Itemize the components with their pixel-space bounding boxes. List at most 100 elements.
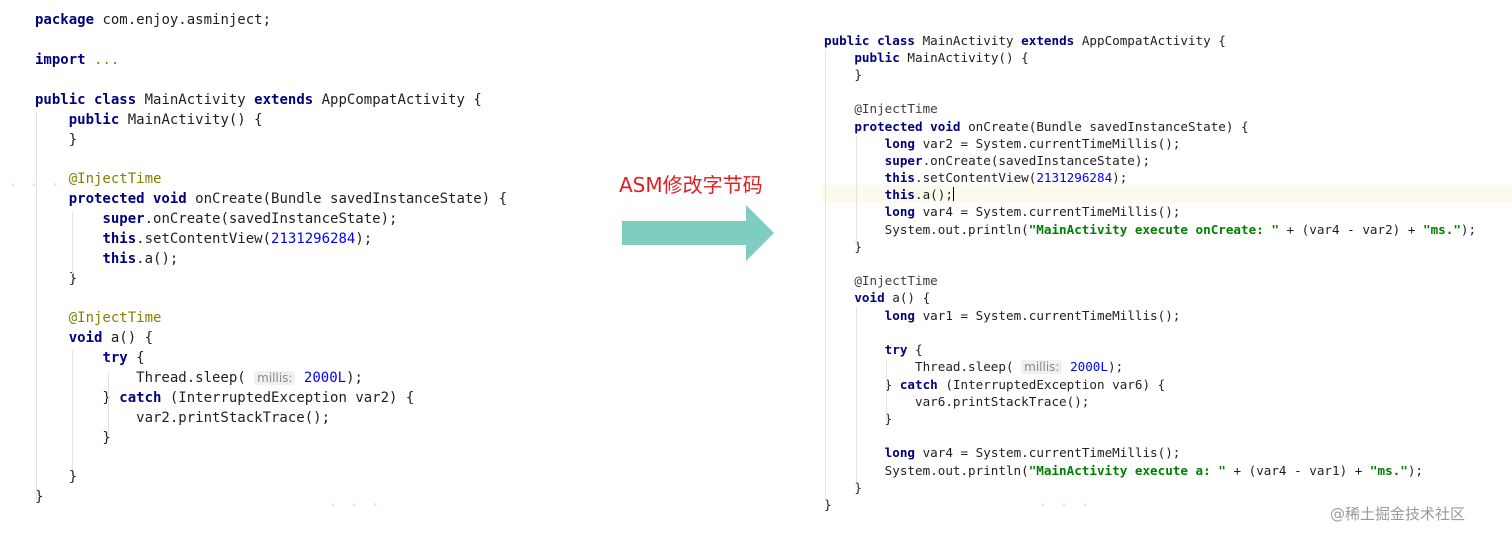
code-line: System.out.println("MainActivity execute… bbox=[824, 221, 1476, 238]
code-token: ); bbox=[1112, 170, 1128, 185]
code-token: { bbox=[907, 342, 923, 357]
code-token: catch bbox=[899, 377, 938, 392]
code-token: 2131296284 bbox=[271, 231, 356, 247]
code-token: this bbox=[884, 187, 916, 202]
code-line: public class MainActivity extends AppCom… bbox=[35, 91, 482, 109]
code-token: MainActivity() { bbox=[899, 50, 1029, 65]
code-line: import ... bbox=[35, 51, 119, 69]
code-token: "MainActivity execute a: " bbox=[1028, 463, 1226, 478]
code-token: onCreate(Bundle savedInstanceState) { bbox=[960, 119, 1249, 134]
code-line: this.a(); bbox=[824, 186, 954, 203]
code-token: .setContentView( bbox=[915, 170, 1037, 185]
code-token: } bbox=[824, 239, 862, 254]
code-line: public MainActivity() { bbox=[35, 111, 263, 129]
code-token: this bbox=[884, 170, 916, 185]
code-token: this bbox=[102, 251, 137, 267]
code-line: long var1 = System.currentTimeMillis(); bbox=[824, 307, 1181, 324]
code-token bbox=[35, 112, 69, 128]
code-token: void bbox=[854, 290, 885, 305]
code-token: import bbox=[35, 52, 86, 68]
code-token: } bbox=[824, 377, 900, 392]
code-token: ); bbox=[1407, 463, 1424, 478]
code-token: "ms." bbox=[1369, 463, 1408, 478]
code-token: @InjectTime bbox=[854, 273, 938, 288]
code-token: public bbox=[68, 112, 120, 128]
code-line: public MainActivity() { bbox=[824, 49, 1029, 66]
code-token bbox=[824, 119, 854, 134]
code-token: Thread.sleep( bbox=[35, 370, 255, 386]
right-arrow-icon bbox=[622, 205, 774, 261]
code-token bbox=[824, 445, 885, 460]
code-token: .a(); bbox=[136, 251, 179, 267]
code-token bbox=[824, 308, 885, 323]
indent-guide bbox=[886, 360, 887, 422]
code-line: this.a(); bbox=[35, 250, 178, 268]
code-token: .onCreate(savedInstanceState); bbox=[922, 153, 1151, 168]
code-token bbox=[35, 191, 69, 207]
code-token: AppCompatActivity { bbox=[1074, 33, 1226, 48]
code-token: try bbox=[102, 350, 128, 366]
code-token: @InjectTime bbox=[68, 171, 162, 187]
indent-guide bbox=[825, 50, 826, 500]
code-token: .onCreate(savedInstanceState); bbox=[144, 211, 398, 227]
indent-guide bbox=[856, 307, 857, 482]
code-token: extends bbox=[254, 92, 314, 108]
code-token: } bbox=[102, 430, 111, 446]
indent-guide bbox=[36, 112, 37, 500]
code-token bbox=[824, 50, 854, 65]
code-token: } bbox=[824, 67, 862, 82]
code-line: var2.printStackTrace(); bbox=[35, 409, 330, 427]
code-token bbox=[295, 370, 303, 386]
code-token: ... bbox=[94, 52, 120, 68]
code-line: try { bbox=[35, 349, 145, 367]
code-token bbox=[824, 170, 885, 185]
code-token: System.out.println( bbox=[824, 222, 1029, 237]
code-line: @InjectTime bbox=[35, 170, 162, 188]
code-token: } bbox=[35, 469, 78, 485]
code-token: void bbox=[68, 330, 103, 346]
code-token: } bbox=[824, 480, 862, 495]
decorative-dots: • • • bbox=[330, 500, 385, 511]
code-token: public bbox=[854, 50, 900, 65]
code-token bbox=[824, 187, 885, 202]
indent-guide bbox=[72, 212, 73, 274]
code-token: MainActivity bbox=[915, 33, 1022, 48]
code-line: Thread.sleep( millis: 2000L); bbox=[824, 358, 1123, 376]
code-line: super.onCreate(savedInstanceState); bbox=[824, 152, 1150, 169]
modified-code-pane: public class MainActivity extends AppCom… bbox=[800, 0, 1512, 541]
code-token bbox=[824, 153, 885, 168]
code-line: void a() { bbox=[824, 289, 930, 306]
code-token: Thread.sleep( bbox=[824, 359, 1022, 374]
code-token: extends bbox=[1021, 33, 1075, 48]
code-line: long var4 = System.currentTimeMillis(); bbox=[824, 203, 1181, 220]
code-token: { bbox=[127, 350, 145, 366]
code-token: long bbox=[884, 308, 916, 323]
code-token: MainActivity bbox=[136, 92, 255, 108]
code-token: "MainActivity execute onCreate: " bbox=[1028, 222, 1279, 237]
code-token: } bbox=[35, 271, 78, 287]
code-token: .setContentView( bbox=[136, 231, 272, 247]
code-line: long var2 = System.currentTimeMillis(); bbox=[824, 135, 1181, 152]
code-token: var4 = System.currentTimeMillis(); bbox=[915, 445, 1181, 460]
code-token bbox=[86, 52, 94, 68]
code-token bbox=[824, 273, 854, 288]
code-token: 2000L bbox=[1070, 359, 1108, 374]
code-token: long bbox=[884, 136, 916, 151]
code-token: public class bbox=[35, 92, 137, 108]
code-token: } bbox=[824, 497, 832, 512]
indent-guide bbox=[856, 137, 857, 245]
parameter-hint: millis: bbox=[1021, 360, 1063, 374]
code-line: } bbox=[35, 131, 77, 149]
code-token: (InterruptedException var2) { bbox=[161, 390, 415, 406]
current-line-highlight bbox=[822, 185, 1512, 203]
code-line: @InjectTime bbox=[35, 309, 162, 327]
code-line: } bbox=[824, 66, 862, 83]
code-line: } bbox=[824, 410, 893, 427]
code-token: } bbox=[35, 489, 44, 505]
code-token: onCreate(Bundle savedInstanceState) { bbox=[186, 191, 508, 207]
code-token: + (var4 - var2) + bbox=[1278, 222, 1423, 237]
code-line: @InjectTime bbox=[824, 100, 937, 117]
code-token: this bbox=[102, 231, 137, 247]
code-line: } bbox=[35, 488, 43, 506]
code-token: protected void bbox=[68, 191, 187, 207]
